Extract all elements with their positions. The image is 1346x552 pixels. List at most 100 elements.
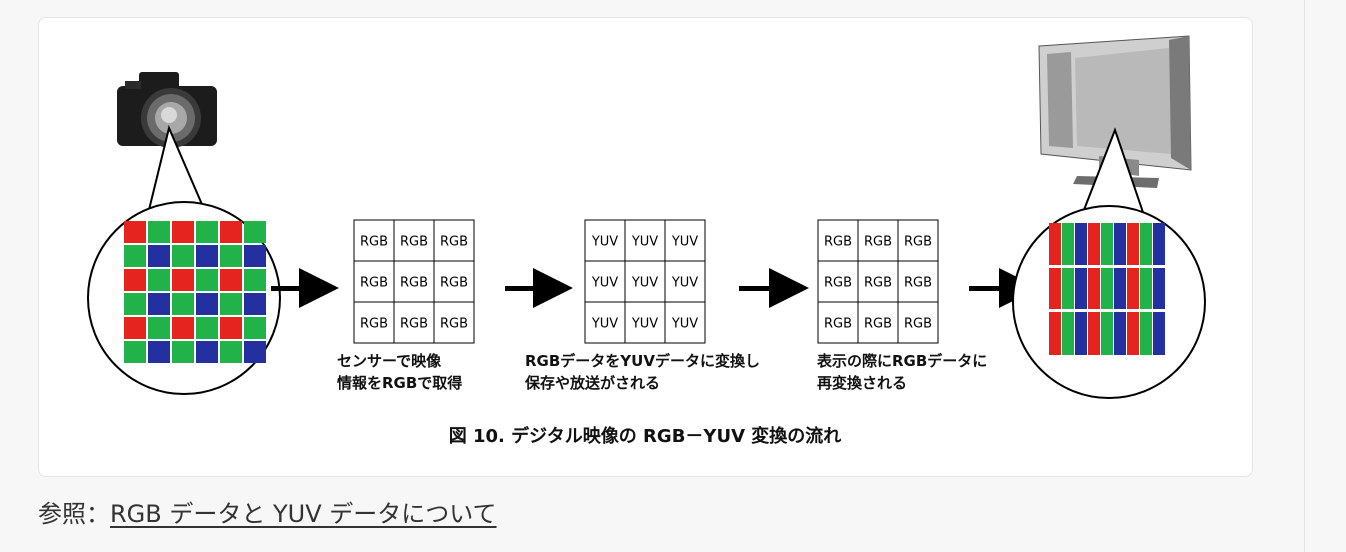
grid-cell-label: YUV	[631, 276, 658, 291]
grid-cell-box	[393, 301, 435, 344]
grid-cell-label: YUV	[591, 276, 618, 291]
grid-cell-label: RGB	[864, 317, 892, 332]
grid-cell-box	[857, 219, 899, 262]
bayer-pixel	[220, 269, 242, 291]
caption-3-line-1: 表示の際にRGBデータに	[817, 352, 987, 370]
bayer-pixel	[124, 317, 146, 339]
bayer-pixel	[172, 293, 194, 315]
grid-cell-label: YUV	[631, 317, 658, 332]
grid-cell-label: YUV	[591, 235, 618, 250]
bayer-pixel	[148, 221, 170, 243]
grid-cell-label: RGB	[440, 235, 468, 250]
bayer-pixel	[220, 245, 242, 267]
grid-cell-label: RGB	[824, 317, 852, 332]
grid-cell-box	[433, 219, 475, 262]
bayer-pixel	[244, 293, 266, 315]
display-stripe	[1049, 223, 1061, 355]
bayer-pixel	[220, 341, 242, 363]
grid-cell-label: RGB	[360, 276, 388, 291]
grid-cell-box	[857, 301, 899, 344]
bayer-pixel	[196, 269, 218, 291]
grid-cell-box	[393, 260, 435, 303]
bayer-pixel	[124, 293, 146, 315]
bayer-pixel	[124, 341, 146, 363]
grid-cell-box	[664, 219, 706, 262]
display-stripe	[1114, 223, 1126, 355]
grid-cell-box	[857, 260, 899, 303]
rgb-yuv-diagram: RGB RGB RGB RGB RGB RGB RGB RGB RGB YUV YUV YUV YUV Y…	[87, 35, 1206, 447]
grid-cell-box	[624, 219, 666, 262]
display-stripe-pattern	[1049, 223, 1166, 355]
rgb-yuv-reference-link[interactable]: RGB データと YUV データについて	[110, 500, 497, 528]
grid-cell-box	[353, 260, 395, 303]
bayer-pixel	[244, 269, 266, 291]
display-stripe	[1140, 223, 1152, 355]
grid-cell-label: RGB	[360, 317, 388, 332]
bayer-pixel	[244, 317, 266, 339]
bayer-pixel	[148, 269, 170, 291]
bayer-pixel	[124, 269, 146, 291]
bayer-pixel	[244, 221, 266, 243]
grid-cell-label: RGB	[904, 276, 932, 291]
grid-cell-label: RGB	[400, 276, 428, 291]
bayer-pixel	[148, 341, 170, 363]
grid-cell-box	[584, 260, 626, 303]
bayer-pixel	[196, 221, 218, 243]
grid-cell-box	[433, 301, 475, 344]
bayer-pixel	[220, 293, 242, 315]
bayer-pixel	[196, 317, 218, 339]
display-stripe	[1088, 223, 1100, 355]
grid-cell-box	[353, 219, 395, 262]
display-stripe	[1062, 223, 1074, 355]
page-divider	[1304, 0, 1305, 552]
bayer-pixel	[124, 245, 146, 267]
grid-cell-label: YUV	[591, 317, 618, 332]
bayer-pixel	[172, 245, 194, 267]
grid-cell-label: RGB	[864, 276, 892, 291]
figure-card: RGB RGB RGB RGB RGB RGB RGB RGB RGB YUV YUV YUV YUV Y…	[38, 17, 1253, 477]
grid-cell-box	[624, 301, 666, 344]
grid-cell-box	[353, 301, 395, 344]
reference-line: 参照：RGB データと YUV データについて	[38, 494, 497, 529]
grid-cell-box	[897, 301, 939, 344]
bayer-pixel	[172, 317, 194, 339]
caption-2-line-2: 保存や放送がされる	[524, 374, 660, 392]
display-stripe	[1101, 223, 1113, 355]
camera-icon	[117, 72, 217, 148]
grid-cell-label: YUV	[671, 276, 698, 291]
grid-cell-label: RGB	[400, 235, 428, 250]
grid-cell-label: RGB	[824, 276, 852, 291]
grid-cell-box	[664, 301, 706, 344]
caption-1-line-2: 情報をRGBで取得	[337, 374, 462, 392]
data-grids: RGB RGB RGB RGB RGB RGB RGB RGB RGB YUV YUV YUV YUV Y…	[353, 219, 939, 344]
grid-cell-label: RGB	[904, 317, 932, 332]
bayer-pixel	[148, 317, 170, 339]
display-stripe	[1075, 223, 1087, 355]
bayer-pixel	[172, 221, 194, 243]
bayer-pixel	[220, 221, 242, 243]
grid-cell-label: YUV	[631, 235, 658, 250]
monitor-icon	[1038, 35, 1192, 188]
grid-cell-label: RGB	[440, 276, 468, 291]
grid-cell-label: RGB	[360, 235, 388, 250]
grid-cell-box	[433, 260, 475, 303]
caption-1-line-1: センサーで映像	[337, 352, 442, 370]
grid-cell-label: RGB	[824, 235, 852, 250]
grid-cell-label: RGB	[864, 235, 892, 250]
grid-cell-label: RGB	[400, 317, 428, 332]
bayer-pixel	[124, 221, 146, 243]
bayer-pixel	[172, 269, 194, 291]
grid-cell-box	[897, 260, 939, 303]
flow-arrow	[505, 268, 573, 308]
grid-cell-label: RGB	[904, 235, 932, 250]
display-stripe	[1153, 223, 1165, 355]
bayer-pattern	[124, 221, 266, 363]
bayer-pixel	[244, 341, 266, 363]
bayer-pixel	[196, 293, 218, 315]
reference-prefix: 参照：	[38, 500, 110, 528]
grid-cell-box	[817, 301, 859, 344]
grid-cell-label: YUV	[671, 235, 698, 250]
camera-bubble-pointer	[146, 124, 208, 219]
grid-cell-label: YUV	[671, 317, 698, 332]
